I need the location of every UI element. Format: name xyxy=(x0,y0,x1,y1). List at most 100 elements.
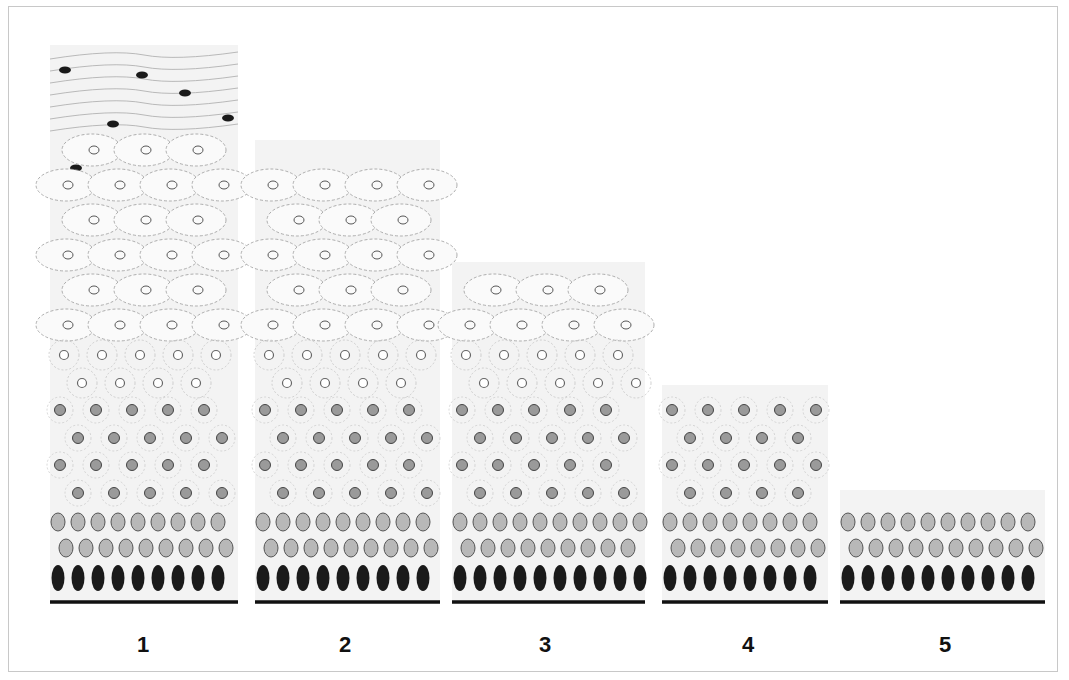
cell-nucleus xyxy=(667,460,678,471)
column-number: 2 xyxy=(339,632,351,658)
spinous-cell xyxy=(288,397,314,423)
spinous-cell xyxy=(803,397,829,423)
cell-nucleus xyxy=(379,351,388,360)
spinous-cell xyxy=(469,368,499,398)
flat-cell xyxy=(371,274,431,306)
basal-cell xyxy=(72,565,85,591)
basement-membrane xyxy=(662,600,828,604)
flat-cell xyxy=(88,169,148,201)
parabasal-cell xyxy=(889,539,903,557)
cell-nucleus xyxy=(109,433,120,444)
parabasal-cell xyxy=(71,513,85,531)
spinous-cell xyxy=(449,397,475,423)
squame-line xyxy=(50,88,238,95)
cell-nucleus xyxy=(115,251,125,259)
parabasal-cell xyxy=(304,539,318,557)
cell-nucleus xyxy=(60,351,69,360)
parabasal-cell xyxy=(276,513,290,531)
cell-nucleus xyxy=(98,351,107,360)
squame-nucleus xyxy=(107,121,119,128)
spinous-cell xyxy=(65,480,91,506)
cell-nucleus xyxy=(475,433,486,444)
spinous-cell xyxy=(749,480,775,506)
cell-nucleus xyxy=(63,181,73,189)
spinous-cell xyxy=(659,452,685,478)
basal-cell xyxy=(982,565,995,591)
spinous-cell xyxy=(527,340,557,370)
basal-cell xyxy=(744,565,757,591)
parabasal-cell xyxy=(404,539,418,557)
spinous-cell xyxy=(254,340,284,370)
parabasal-cell xyxy=(711,539,725,557)
cell-nucleus xyxy=(417,351,426,360)
cell-nucleus xyxy=(775,460,786,471)
spinous-cell xyxy=(749,425,775,451)
cell-nucleus xyxy=(368,460,379,471)
cell-nucleus xyxy=(181,433,192,444)
cell-nucleus xyxy=(109,488,120,499)
parabasal-cell xyxy=(384,539,398,557)
spinous-cell xyxy=(163,340,193,370)
parabasal-cell xyxy=(376,513,390,531)
cell-nucleus xyxy=(601,405,612,416)
parabasal-cell xyxy=(344,539,358,557)
basal-cell xyxy=(842,565,855,591)
parabasal-cell xyxy=(541,539,555,557)
parabasal-cell xyxy=(989,539,1003,557)
basal-cell xyxy=(212,565,225,591)
cell-nucleus xyxy=(721,433,732,444)
cell-nucleus xyxy=(529,405,540,416)
spinous-cell xyxy=(485,397,511,423)
flat-cell xyxy=(319,204,379,236)
cell-nucleus xyxy=(422,488,433,499)
cell-nucleus xyxy=(424,181,434,189)
parabasal-cell xyxy=(296,513,310,531)
parabasal-cell xyxy=(99,539,113,557)
flat-cell xyxy=(319,274,379,306)
cell-nucleus xyxy=(217,488,228,499)
spinous-cell xyxy=(252,452,278,478)
cell-nucleus xyxy=(372,321,382,329)
spinous-cell xyxy=(65,425,91,451)
parabasal-cell xyxy=(601,539,615,557)
cell-nucleus xyxy=(314,433,325,444)
cell-nucleus xyxy=(193,146,203,154)
flat-cell xyxy=(371,204,431,236)
cell-nucleus xyxy=(757,433,768,444)
parabasal-cell xyxy=(901,513,915,531)
parabasal-cell xyxy=(424,539,438,557)
basement-membrane xyxy=(452,600,645,604)
spinous-cell xyxy=(173,425,199,451)
parabasal-cell xyxy=(811,539,825,557)
cell-nucleus xyxy=(518,379,527,388)
parabasal-cell xyxy=(771,539,785,557)
cell-nucleus xyxy=(145,488,156,499)
cell-nucleus xyxy=(78,379,87,388)
basal-cell xyxy=(377,565,390,591)
spinous-cell xyxy=(539,425,565,451)
spinous-cell xyxy=(360,452,386,478)
basal-cell xyxy=(704,565,717,591)
parabasal-cell xyxy=(621,539,635,557)
spinous-cell xyxy=(47,452,73,478)
cell-nucleus xyxy=(127,460,138,471)
parabasal-cell xyxy=(256,513,270,531)
cell-nucleus xyxy=(55,405,66,416)
parabasal-cell xyxy=(573,513,587,531)
basal-cell xyxy=(634,565,647,591)
spinous-cell xyxy=(659,397,685,423)
flat-cell xyxy=(140,309,200,341)
flat-cell xyxy=(241,239,301,271)
cell-nucleus xyxy=(368,405,379,416)
cell-nucleus xyxy=(346,286,356,294)
parabasal-cell xyxy=(501,539,515,557)
spinous-cell xyxy=(155,452,181,478)
flat-cell xyxy=(397,169,457,201)
cell-nucleus xyxy=(320,321,330,329)
cell-nucleus xyxy=(141,216,151,224)
parabasal-cell xyxy=(461,539,475,557)
cell-nucleus xyxy=(199,460,210,471)
flat-cell xyxy=(62,134,122,166)
parabasal-cell xyxy=(336,513,350,531)
spinous-cell xyxy=(270,425,296,451)
